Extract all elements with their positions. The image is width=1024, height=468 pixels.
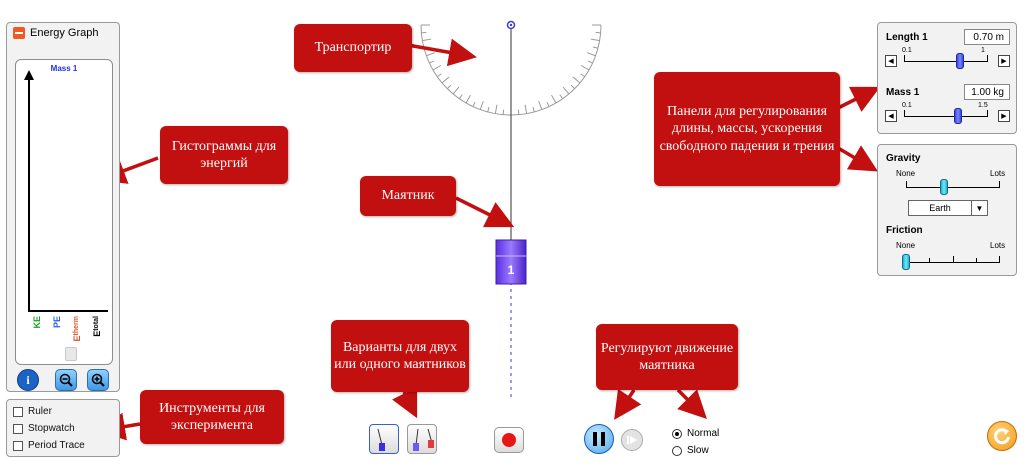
two-pendulums-button[interactable] <box>407 424 437 454</box>
speed-normal-radio[interactable] <box>672 428 682 439</box>
speed-slow-label: Slow <box>687 445 709 456</box>
energy-graph-header[interactable]: Energy Graph <box>13 27 98 39</box>
record-button[interactable] <box>494 427 524 453</box>
length-value[interactable]: 0.70 m <box>964 29 1010 45</box>
length-max: 1 <box>981 47 985 54</box>
energy-graph-panel: Energy Graph Mass 1 KE PE Etherm Etotal … <box>6 22 120 392</box>
mass-label: Mass 1 <box>886 87 920 98</box>
arrow-protractor <box>401 38 477 67</box>
tool-period-trace-label: Period Trace <box>28 440 85 451</box>
collapse-icon[interactable] <box>13 27 25 39</box>
gravity-max-label: Lots <box>990 169 1006 178</box>
speed-slow-option[interactable]: Slow <box>672 445 709 456</box>
pause-button[interactable] <box>584 424 614 454</box>
arrow-panels-up <box>837 86 881 112</box>
friction-label: Friction <box>886 225 923 236</box>
energy-bar-chart: Mass 1 KE PE Etherm Etotal <box>15 59 113 365</box>
gravity-min-label: None <box>896 169 916 178</box>
info-icon[interactable]: i <box>17 369 39 391</box>
length-slider-thumb[interactable] <box>956 53 965 69</box>
friction-slider-thumb[interactable] <box>902 254 910 270</box>
callout-arrows <box>97 38 881 441</box>
y-axis-arrow <box>24 70 34 80</box>
mass-decrease-icon[interactable]: ◀ <box>885 110 897 122</box>
zoom-in-icon[interactable] <box>87 369 109 391</box>
gravity-slider-track[interactable] <box>906 187 1000 188</box>
tool-stopwatch[interactable]: Stopwatch <box>13 423 75 434</box>
step-forward-icon <box>627 436 637 444</box>
clear-icon[interactable] <box>65 347 77 361</box>
arrow-controls-right <box>676 388 707 419</box>
callout-panels: Панели для регулирования длины, массы, у… <box>654 72 840 186</box>
energy-label-etherm: Etherm <box>72 316 82 342</box>
planet-select[interactable]: Earth ▼ <box>908 200 988 216</box>
length-slider-track[interactable] <box>904 61 988 62</box>
energy-graph-title: Energy Graph <box>30 27 99 39</box>
callout-controls: Регулируют движение маятника <box>596 324 738 390</box>
arrow-variants <box>392 386 418 419</box>
planet-select-value: Earth <box>929 203 951 213</box>
period-trace-checkbox[interactable] <box>13 440 23 451</box>
energy-label-etotal: Etotal <box>92 316 102 337</box>
record-icon <box>502 433 516 447</box>
friction-min-label: None <box>896 241 916 250</box>
arrow-pendulum <box>455 196 515 228</box>
energy-label-pe: PE <box>52 316 62 329</box>
step-button[interactable] <box>621 429 643 451</box>
gravity-friction-panel: Gravity None Lots Earth ▼ Friction None … <box>877 144 1017 276</box>
reset-icon <box>994 428 1010 445</box>
tool-ruler[interactable]: Ruler <box>13 406 52 417</box>
length-label: Length 1 <box>886 32 928 43</box>
speed-normal-option[interactable]: Normal <box>672 428 719 439</box>
friction-max-label: Lots <box>990 241 1006 250</box>
gravity-slider-thumb[interactable] <box>939 179 948 195</box>
length-mass-panel: Length 1 0.70 m ◀ ▶ 0.1 1 Mass 1 1.00 kg… <box>877 22 1017 134</box>
reset-button[interactable] <box>987 421 1017 451</box>
mass-value[interactable]: 1.00 kg <box>964 84 1010 100</box>
energy-label-ke: KE <box>32 316 42 329</box>
speed-normal-label: Normal <box>687 428 720 439</box>
length-increase-icon[interactable]: ▶ <box>998 55 1010 67</box>
x-axis <box>28 310 108 312</box>
one-pendulum-button[interactable] <box>369 424 399 454</box>
zoom-out-icon[interactable] <box>55 369 77 391</box>
mass-slider-thumb[interactable] <box>953 108 962 124</box>
speed-slow-radio[interactable] <box>672 445 682 456</box>
callout-pendulum: Маятник <box>360 176 456 216</box>
mass-increase-icon[interactable]: ▶ <box>998 110 1010 122</box>
tool-period-trace[interactable]: Period Trace <box>13 440 85 451</box>
pendulum-bob[interactable] <box>495 239 527 285</box>
arrow-panels-down <box>837 145 879 172</box>
tool-stopwatch-label: Stopwatch <box>28 423 75 434</box>
mass-min: 0.1 <box>902 102 912 109</box>
tools-panel: Ruler Stopwatch Period Trace <box>6 399 120 457</box>
energy-mass-label: Mass 1 <box>50 64 78 73</box>
mass-max: 1.5 <box>978 102 988 109</box>
tool-ruler-label: Ruler <box>28 406 52 417</box>
callout-histograms: Гистограммы для энергий <box>160 126 288 184</box>
y-axis <box>28 78 30 310</box>
mass-slider-track[interactable] <box>904 116 988 117</box>
callout-tools: Инструменты для эксперимента <box>140 390 284 444</box>
ruler-checkbox[interactable] <box>13 406 23 417</box>
arrow-controls-left <box>614 388 642 420</box>
length-min: 0.1 <box>902 47 912 54</box>
length-decrease-icon[interactable]: ◀ <box>885 55 897 67</box>
chevron-down-icon[interactable]: ▼ <box>971 201 987 215</box>
bob-label: 1 <box>507 263 515 277</box>
callout-variants: Варианты для двух или одного маятников <box>331 320 469 392</box>
gravity-label: Gravity <box>886 153 921 164</box>
callout-protractor: Транспортир <box>294 24 412 72</box>
stopwatch-checkbox[interactable] <box>13 423 23 434</box>
